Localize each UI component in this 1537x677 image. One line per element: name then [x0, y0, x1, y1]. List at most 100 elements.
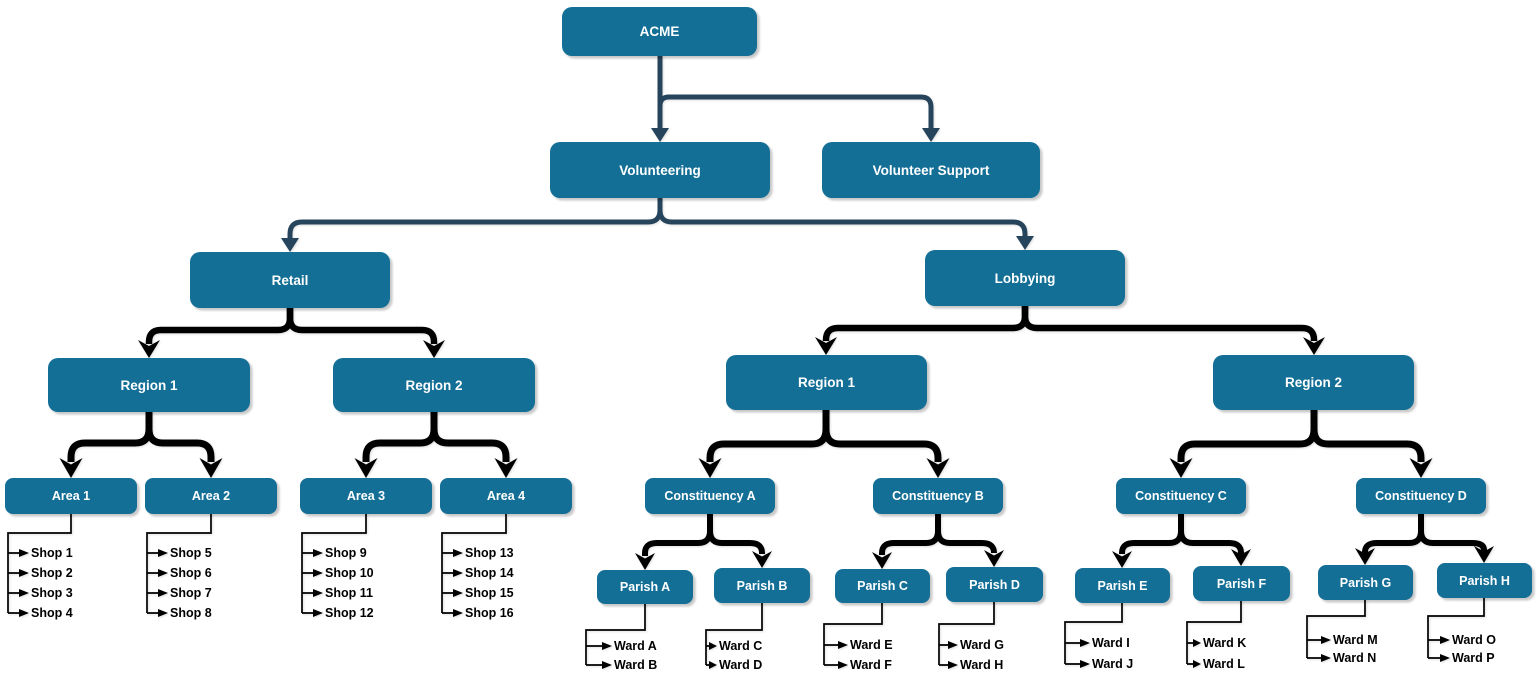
- leaf-ward-k[interactable]: Ward K: [1203, 636, 1247, 650]
- leaf-shop-13[interactable]: Shop 13: [465, 546, 514, 560]
- edge-acme-volunteer-support: [657, 94, 934, 129]
- leaf-shop-11[interactable]: Shop 11: [325, 586, 373, 600]
- arrowhead-parish-f: [1231, 549, 1251, 566]
- node-volunteering-label: Volunteering: [619, 162, 701, 178]
- leaf-shop-10[interactable]: Shop 10: [325, 566, 374, 580]
- node-area-4[interactable]: Area 4: [440, 478, 572, 514]
- leaf-shop-16[interactable]: Shop 16: [465, 606, 514, 620]
- arrowheads-parish-d-wards: [948, 641, 958, 669]
- leaf-ward-o[interactable]: Ward O: [1452, 633, 1496, 647]
- edges-shop-lists: [7, 514, 507, 617]
- bracket-parish-b-wards: [705, 603, 763, 666]
- node-constituency-d-label: Constituency D: [1375, 489, 1467, 503]
- edge-region2-area3: [362, 412, 438, 462]
- node-area-2[interactable]: Area 2: [145, 478, 277, 514]
- node-constituency-b-label: Constituency B: [892, 489, 984, 503]
- leaf-shop-8[interactable]: Shop 8: [170, 606, 212, 620]
- bracket-parish-a-wards: [585, 604, 646, 666]
- arrowhead-lobbying-region-1: [815, 337, 837, 355]
- node-volunteering[interactable]: Volunteering: [550, 142, 770, 198]
- leaf-shop-1[interactable]: Shop 1: [31, 546, 73, 560]
- leaf-shop-5[interactable]: Shop 5: [170, 546, 212, 560]
- edge-ca-parish-b: [707, 514, 765, 556]
- leaf-ward-f[interactable]: Ward F: [850, 658, 892, 672]
- leaf-shop-2[interactable]: Shop 2: [31, 566, 73, 580]
- node-parish-d-label: Parish D: [969, 577, 1020, 592]
- leaf-shop-9[interactable]: Shop 9: [325, 546, 367, 560]
- node-area-1[interactable]: Area 1: [5, 478, 137, 514]
- arrowhead-constituency-c: [1169, 458, 1193, 478]
- leaf-ward-c[interactable]: Ward C: [719, 639, 763, 653]
- node-area-4-label: Area 4: [486, 489, 526, 503]
- node-parish-b-label: Parish B: [736, 578, 788, 593]
- arrowhead-parish-d: [984, 550, 1004, 567]
- leaf-ward-i[interactable]: Ward I: [1092, 636, 1130, 650]
- edge-lregion2-constituency-d: [1310, 410, 1425, 462]
- arrowheads-parish-e-wards: [1080, 639, 1090, 668]
- node-volunteer-support[interactable]: Volunteer Support: [822, 142, 1040, 198]
- node-parish-h[interactable]: Parish H: [1437, 563, 1532, 598]
- arrowhead-parish-a: [635, 553, 655, 570]
- arrowheads-area4-shops: [453, 549, 463, 617]
- node-retail-region-2[interactable]: Region 2: [333, 358, 535, 412]
- leaf-ward-d[interactable]: Ward D: [719, 658, 763, 672]
- node-parish-f[interactable]: Parish F: [1193, 566, 1290, 601]
- node-parish-d[interactable]: Parish D: [946, 567, 1043, 602]
- node-constituency-c[interactable]: Constituency C: [1116, 478, 1246, 514]
- node-parish-c-label: Parish C: [857, 579, 908, 593]
- edges-ward-lists: [585, 598, 1485, 669]
- arrowheads-area3-shops: [313, 549, 323, 617]
- node-parish-c[interactable]: Parish C: [835, 569, 930, 603]
- arrowhead-lobbying: [1016, 236, 1034, 250]
- leaf-ward-g[interactable]: Ward G: [960, 638, 1004, 652]
- leaf-ward-p[interactable]: Ward P: [1452, 651, 1495, 665]
- leaf-ward-b[interactable]: Ward B: [614, 658, 658, 672]
- leaf-ward-a[interactable]: Ward A: [614, 639, 657, 653]
- arrowhead-lobbying-region-2: [1303, 337, 1325, 355]
- node-retail[interactable]: Retail: [190, 252, 390, 308]
- leaf-ward-e[interactable]: Ward E: [850, 638, 893, 652]
- arrowheads-parish-h-wards: [1440, 636, 1450, 662]
- leaf-ward-l[interactable]: Ward L: [1203, 657, 1245, 671]
- leaf-ward-n[interactable]: Ward N: [1333, 651, 1377, 665]
- arrowheads-area1-shops: [19, 549, 29, 617]
- edge-retail-region-1: [145, 308, 294, 346]
- leaf-shop-6[interactable]: Shop 6: [170, 566, 212, 580]
- edge-cd-parish-h: [1418, 514, 1487, 553]
- node-constituency-b[interactable]: Constituency B: [873, 478, 1003, 514]
- leaf-shop-14[interactable]: Shop 14: [465, 566, 514, 580]
- node-parish-g[interactable]: Parish G: [1318, 565, 1413, 600]
- node-lobbying-region-2[interactable]: Region 2: [1213, 355, 1414, 410]
- node-constituency-d[interactable]: Constituency D: [1356, 478, 1486, 514]
- bracket-parish-f-wards: [1186, 601, 1242, 665]
- bracket-parish-g-wards: [1306, 600, 1366, 659]
- node-parish-b[interactable]: Parish B: [714, 568, 810, 603]
- node-acme[interactable]: ACME: [562, 7, 757, 56]
- leaf-shop-4[interactable]: Shop 4: [31, 606, 73, 620]
- leaf-ward-h[interactable]: Ward H: [960, 658, 1004, 672]
- leaf-shop-12[interactable]: Shop 12: [325, 606, 374, 620]
- leaf-shop-15[interactable]: Shop 15: [465, 586, 514, 600]
- node-constituency-a[interactable]: Constituency A: [645, 478, 775, 514]
- node-area-2-label: Area 2: [191, 489, 231, 503]
- arrowhead-area-3: [354, 458, 378, 478]
- arrowheads-parish-b-wards: [709, 642, 717, 669]
- arrowheads-parish-c-wards: [838, 641, 848, 669]
- node-parish-e[interactable]: Parish E: [1075, 568, 1170, 603]
- node-parish-a[interactable]: Parish A: [597, 570, 693, 604]
- leaf-shop-7[interactable]: Shop 7: [170, 586, 212, 600]
- node-lobbying-region-1[interactable]: Region 1: [726, 355, 927, 410]
- leaf-ward-m[interactable]: Ward M: [1333, 633, 1378, 647]
- arrowhead-constituency-b: [926, 458, 950, 478]
- edges-areas-constituencies: [59, 410, 1433, 478]
- leaf-shop-3[interactable]: Shop 3: [31, 586, 73, 600]
- node-retail-region-1[interactable]: Region 1: [48, 358, 250, 412]
- arrowhead-area-4: [494, 458, 518, 478]
- arrowhead-retail: [281, 238, 299, 252]
- node-lobbying[interactable]: Lobbying: [925, 250, 1125, 306]
- node-area-3[interactable]: Area 3: [300, 478, 432, 514]
- edge-cd-parish-g: [1362, 514, 1424, 555]
- leaf-ward-j[interactable]: Ward J: [1092, 657, 1134, 671]
